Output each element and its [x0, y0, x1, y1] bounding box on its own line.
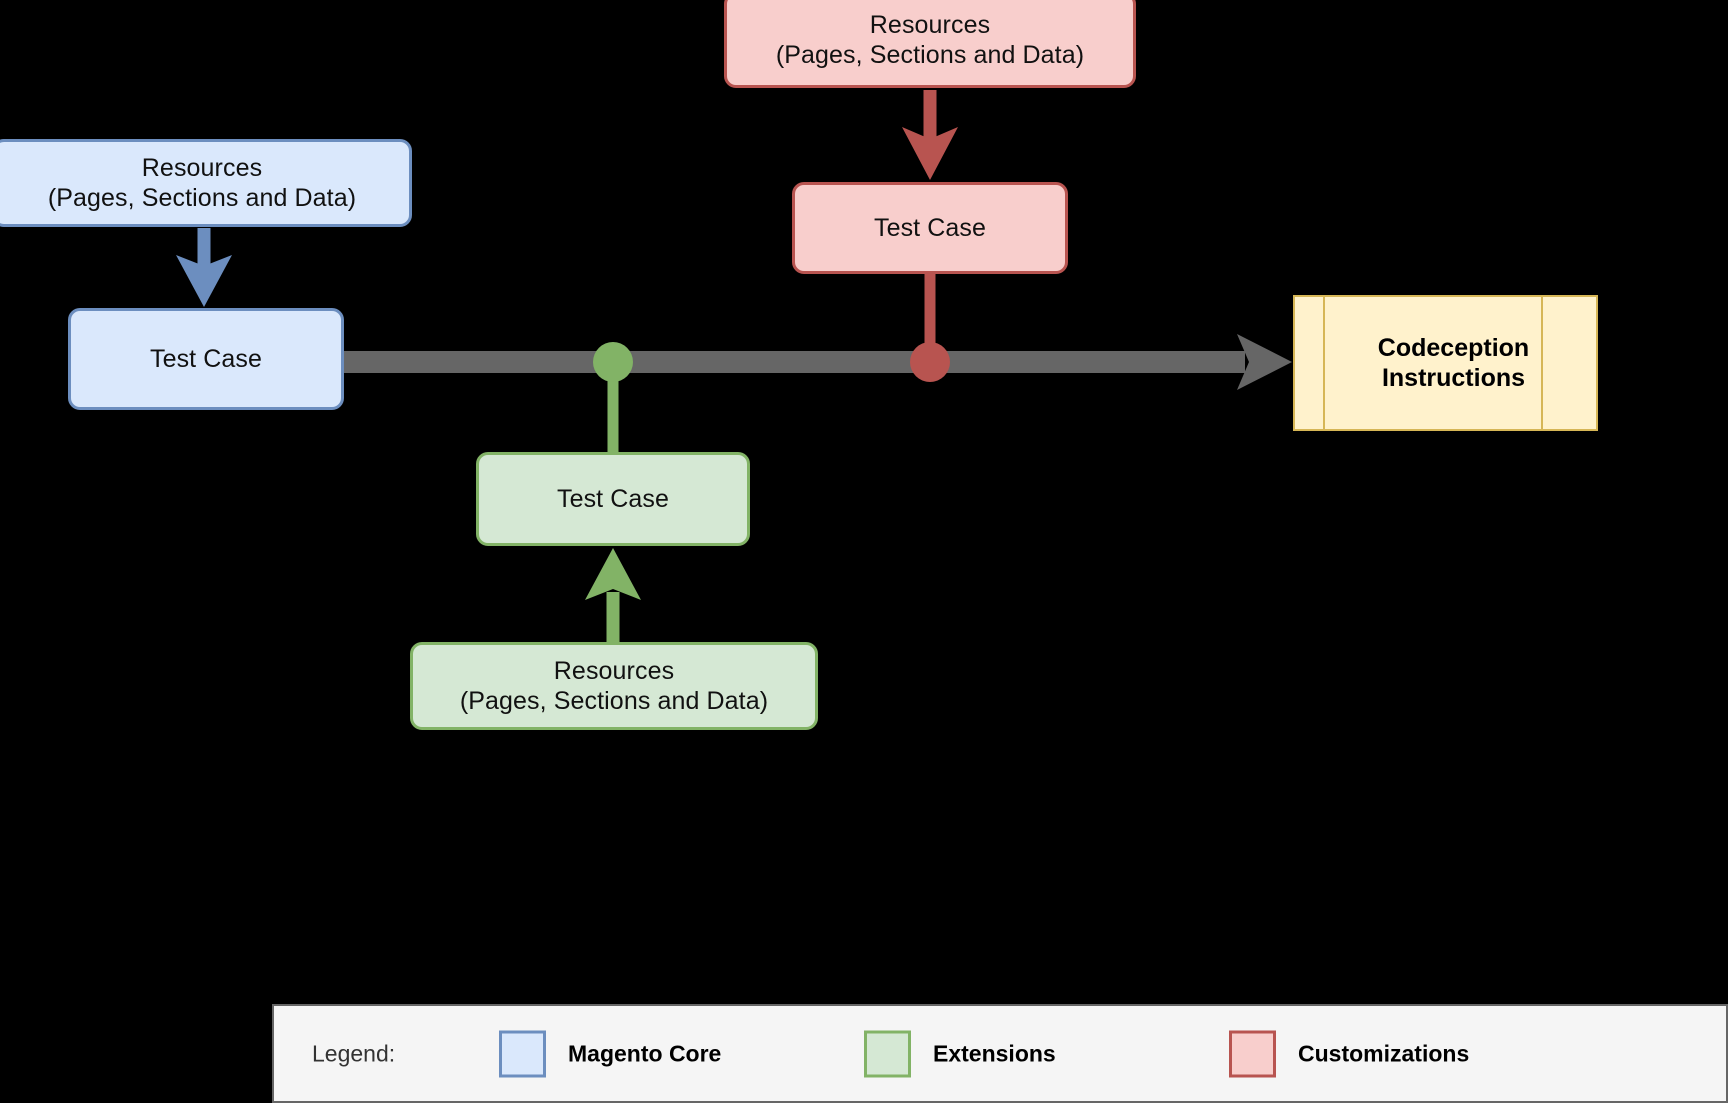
note-left-rule	[1323, 297, 1325, 429]
node-customizations-test-case[interactable]: Test Case	[792, 182, 1068, 274]
node-customizations-resources[interactable]: Resources (Pages, Sections and Data)	[724, 0, 1136, 88]
node-extensions-test-case[interactable]: Test Case	[476, 452, 750, 546]
legend-item-magento-core: Magento Core	[499, 1030, 721, 1077]
edge-main-flow-arrow	[344, 334, 1292, 390]
edge-red-resources-to-test-case	[902, 90, 958, 180]
node-codeception-instructions[interactable]: Codeception Instructions	[1293, 295, 1598, 431]
legend-item-extensions: Extensions	[864, 1030, 1056, 1077]
legend-swatch-magento-core	[499, 1030, 546, 1077]
edge-green-resources-to-test-case	[585, 548, 641, 642]
node-magento-core-resources[interactable]: Resources (Pages, Sections and Data)	[0, 139, 412, 227]
node-magento-core-test-case[interactable]: Test Case	[68, 308, 344, 410]
legend-swatch-extensions	[864, 1030, 911, 1077]
legend-label-extensions: Extensions	[933, 1040, 1056, 1066]
legend-label-customizations: Customizations	[1298, 1040, 1470, 1066]
node-extensions-resources[interactable]: Resources (Pages, Sections and Data)	[410, 642, 818, 730]
legend-item-customizations: Customizations	[1229, 1030, 1469, 1077]
edge-blue-resources-to-test-case	[176, 228, 232, 307]
junction-dot-extensions	[593, 342, 633, 382]
legend-panel: Legend: Magento Core Extensions Customiz…	[272, 1004, 1728, 1103]
legend-label-magento-core: Magento Core	[568, 1040, 722, 1066]
codeception-instructions-label: Codeception Instructions	[1377, 333, 1530, 393]
note-right-rule	[1541, 297, 1543, 429]
junction-dot-customizations	[910, 342, 950, 382]
legend-title: Legend:	[312, 1040, 396, 1066]
legend-swatch-customizations	[1229, 1030, 1276, 1077]
